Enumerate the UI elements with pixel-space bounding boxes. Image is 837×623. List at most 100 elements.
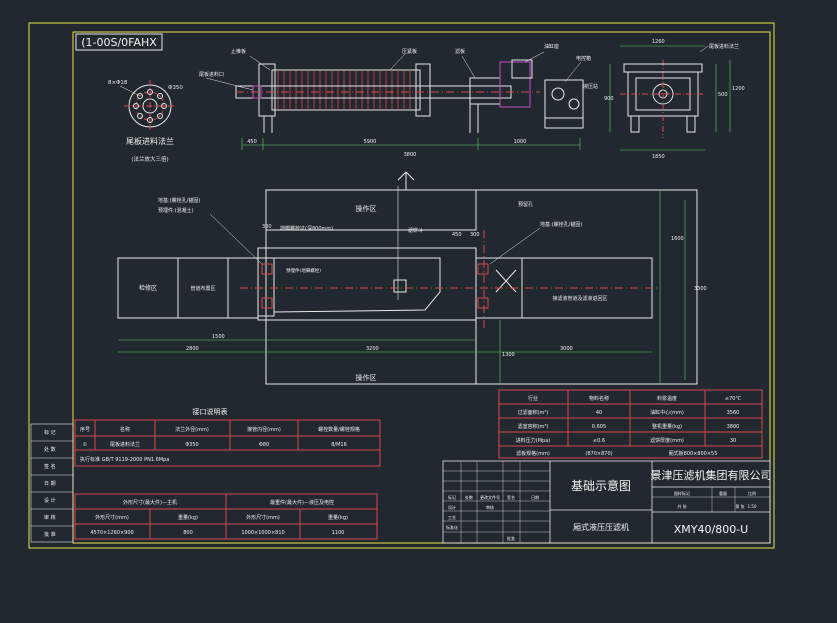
dim-side-1: 1260 [652,39,665,45]
wt-r3: 1100 [332,530,345,536]
if-r1: 尾板进料法兰 [110,441,140,448]
sp-4-0: 滤板规格(mm) [516,450,550,457]
if-r2: Φ350 [185,442,198,448]
tb-scale: 1:50 [748,504,757,509]
spec-table: 行业 物料名称 料浆温度 ≤70℃ 过滤面积(m²) 40 油缸中心(mm) 3… [498,389,763,459]
if-h4: 螺栓数量/螺栓规格 [318,426,360,433]
front-view: 止推板 压紧板 滤板 油缸座 电控箱 液压站 尾板进料口 450 5900 10… [199,43,598,158]
sp-1-0: 过滤面积(m²) [518,409,549,416]
title-block: 标记 处数 更改文件号 签名 日期 设计 审核 工艺 标准化 批准 图样标记 重… [442,460,772,544]
label-reserved-hole: 预留孔 [518,201,533,208]
label-cylinder-seat: 油缸座 [544,43,559,50]
sp-0-2: 料浆温度 [657,395,677,402]
zone-maintenance: 检修区 [139,284,157,292]
tb-cell-11: 重量 [719,490,727,496]
sp-1-2: 油缸中心(mm) [650,409,684,416]
label-press-plate: 压紧板 [402,48,417,55]
plan-view: 操作区 操作区 检修区 管道布置区 滤饼斗 接滤液管道及滤液返回区 预埋件(地脚… [117,171,707,385]
strip-4: 设 计 [44,497,56,504]
tb-cell-5: 设计 [448,504,456,510]
wt-h0: 外形尺寸(mm) [95,514,129,521]
sp-1-3: 3560 [727,410,740,416]
if-r3: Φ80 [259,442,269,448]
sp-1-1: 40 [596,410,602,416]
dim-plan-1600: 1600 [671,236,684,242]
sp-3-0: 进料压力(Mpa) [516,437,551,444]
flange-detail: Φ350 8×Φ18 尾板进料法兰 (法兰放大三倍) [108,80,183,163]
label-thrust-plate: 止推板 [231,48,246,55]
wt-left-title: 外形尺寸(最大件)—主机 [123,499,177,506]
label-embedded: 预埋件(地脚螺栓) [286,267,321,274]
if-standard: 执行标准 GB/T 9119-2000 PN1.6Mpa [80,456,169,463]
wt-right-title: 最重件(最大件)—液压及电控 [270,499,334,506]
dim-side-3: 900 [604,96,614,102]
zone-filtrate-return: 接滤液管道及滤液返回区 [552,295,607,302]
tb-cell-1: 处数 [465,494,473,500]
side-view-label: 尾板进料法兰 [709,43,739,50]
tb-cell-4: 日期 [531,494,539,500]
sp-3-1: ≤0.6 [593,438,605,444]
zone-operation-bottom: 操作区 [356,373,377,382]
zone-operation-top: 操作区 [356,204,377,213]
tb-cell-8: 标准化 [446,524,458,530]
dim-plan-3000: 3000 [560,346,573,352]
dim-side-5: 1200 [732,86,745,92]
tb-cell-7: 工艺 [448,515,456,520]
interface-table: 接口说明表 序号 名称 法兰外径(mm) 接管内径(mm) 螺栓数量/螺栓规格 … [74,407,381,467]
wt-r0: 4570×1260×900 [90,530,133,536]
weight-table: 外形尺寸(最大件)—主机 最重件(最大件)—液压及电控 外形尺寸(mm) 重量(… [74,493,378,540]
drawing-code: (1-00S/0FAHX [81,36,157,49]
dim-front-2: 5900 [364,139,377,145]
tb-cell-9: 批准 [507,535,515,541]
left-revision-strip: 标 记 处 数 签 名 日 期 设 计 审 核 批 准 [30,423,74,543]
label-control-box: 电控箱 [576,55,591,62]
tb-drawing-title: 基础示意图 [571,478,631,493]
dim-front-4: 3800 [404,152,417,158]
label-sludge-hopper: 滤饼斗 [408,227,423,234]
if-r4: 8/M16 [331,442,347,448]
if-h3: 接管内径(mm) [247,426,281,433]
dim-plan-450: 450 [452,232,462,238]
strip-0: 标 记 [44,429,56,436]
dim-front-3: 1000 [514,139,527,145]
tb-cell-13: 共 张 [677,503,686,509]
sp-2-3: 3800 [727,424,740,430]
strip-6: 批 准 [44,531,56,538]
sp-2-1: 0.605 [592,424,606,430]
dim-plan-2800: 2800 [186,346,199,352]
side-view: 1260 1850 900 500 1200 尾板进料法兰 [604,39,745,160]
tb-cell-3: 签名 [507,494,515,500]
dim-side-2: 1850 [652,154,665,160]
label-hydraulic-station: 液压站 [583,83,598,90]
sp-3-3: 30 [730,438,736,444]
tb-cell-6: 审核 [486,504,494,510]
if-h2: 法兰外径(mm) [175,426,209,433]
tb-cell-0: 标记 [448,494,456,500]
sp-4-1: (870×870) [585,451,612,457]
interface-title: 接口说明表 [193,407,228,416]
if-h0: 序号 [80,426,90,433]
strip-5: 审 核 [44,514,56,521]
sp-2-2: 整机重量(kg) [652,423,682,430]
flange-bolt-label: 8×Φ18 [108,80,128,86]
dim-side-4: 500 [718,92,728,98]
note-plan-3: 地脚螺栓坑(深800mm) [280,225,333,232]
strip-2: 签 名 [44,463,56,470]
dim-plan-1300: 1300 [502,352,515,358]
drawing-border-outer [28,22,775,549]
drawing-border-inner [72,31,771,544]
sp-0-1: 物料名称 [589,395,609,402]
dim-plan-300b: 300 [470,232,480,238]
tb-cell-10: 图样标记 [674,490,690,496]
label-feed-inlet: 尾板进料口 [199,71,224,78]
if-h1: 名称 [120,426,130,433]
tb-model: XMY40/800-U [674,523,748,536]
tb-machine-name: 厢式液压压滤机 [573,522,629,532]
flange-od-label: Φ350 [168,85,183,91]
wt-h1: 重量(kg) [178,514,198,521]
sp-2-0: 滤室容积(m³) [518,423,549,430]
wt-h3: 重量(kg) [328,514,348,521]
dim-plan-300a: 300 [262,224,272,230]
if-r0: ① [83,442,88,448]
